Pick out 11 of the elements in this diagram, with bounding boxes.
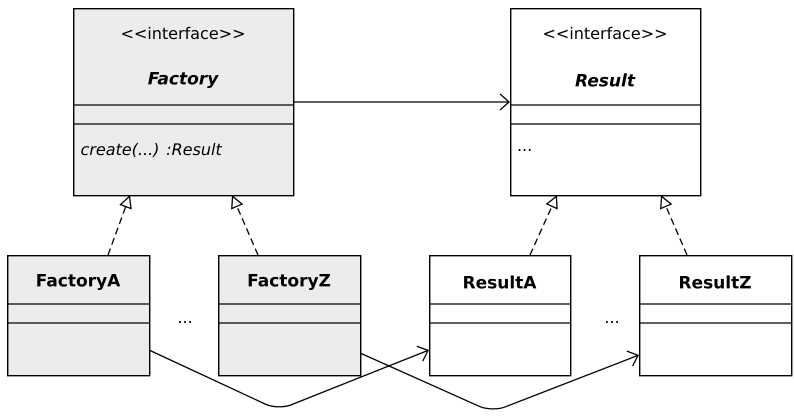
arrow	[360, 350, 639, 410]
class-box: ResultZ	[639, 255, 792, 376]
ellipsis: ...	[606, 321, 618, 323]
class-box: <<interface>> Factory create(...) :Result	[73, 8, 294, 196]
arrow	[293, 94, 510, 110]
class-box: ResultA	[429, 255, 572, 376]
arrow	[148, 346, 429, 408]
class-box: FactoryZ	[218, 255, 362, 376]
ellipsis: ...	[179, 321, 191, 323]
class-box: FactoryA	[7, 255, 150, 376]
class-box: <<interface>> Result ...	[510, 8, 702, 196]
